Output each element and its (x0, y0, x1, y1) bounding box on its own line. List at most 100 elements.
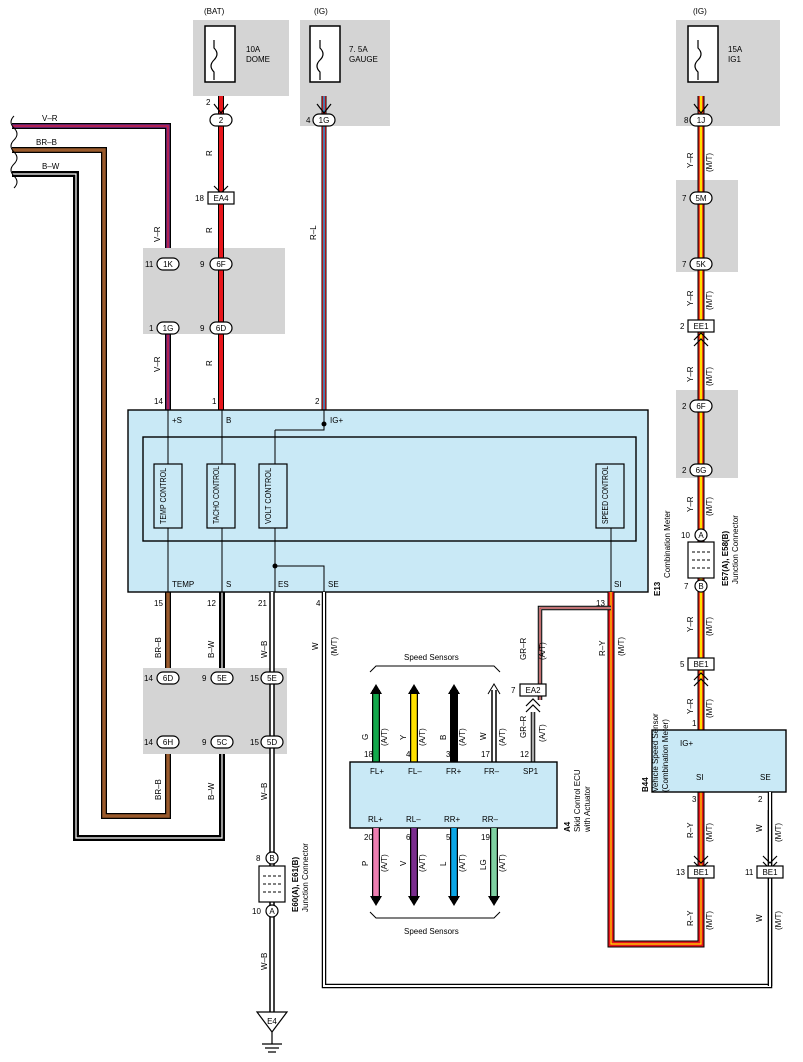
skid-control-ecu-a4: FL+ FL– FR+ FR– SP1 RL+ RL– RR+ RR– A4 S… (349, 761, 592, 833)
svg-text:(M/T): (M/T) (705, 291, 714, 310)
svg-text:B: B (439, 735, 448, 740)
svg-text:5K: 5K (696, 260, 706, 269)
svg-text:(M/T): (M/T) (330, 637, 339, 656)
svg-text:B: B (226, 416, 231, 425)
svg-text:6G: 6G (696, 466, 707, 475)
svg-text:11: 11 (745, 868, 754, 877)
svg-text:7. 5A: 7. 5A (349, 45, 368, 54)
svg-text:+S: +S (172, 416, 182, 425)
svg-text:(Combination Meter): (Combination Meter) (661, 719, 670, 792)
svg-text:10: 10 (252, 907, 261, 916)
svg-text:2: 2 (315, 397, 320, 406)
svg-text:(A/T): (A/T) (418, 728, 427, 746)
svg-text:GR–R: GR–R (519, 716, 528, 738)
svg-text:FL–: FL– (408, 767, 422, 776)
svg-text:RR+: RR+ (444, 815, 461, 824)
svg-text:2: 2 (682, 466, 687, 475)
svg-text:BE1: BE1 (762, 868, 778, 877)
wire-r-b: 2 2 R EA4 18 R 6F 9 6D 9 R (195, 96, 235, 410)
svg-text:Y–R: Y–R (686, 290, 695, 306)
svg-text:2: 2 (758, 795, 763, 804)
speed-sensors-top: Speed Sensors G (A/T) Y (A/T) B (A/T) W … (361, 653, 529, 762)
svg-text:W–B: W–B (260, 953, 269, 970)
svg-text:1G: 1G (319, 116, 330, 125)
fuse-source-label: (BAT) (204, 7, 225, 16)
svg-text:Y–R: Y–R (686, 366, 695, 382)
svg-text:L: L (439, 861, 448, 866)
svg-text:E57(A), E58(B): E57(A), E58(B) (721, 531, 730, 586)
svg-text:Speed Sensors: Speed Sensors (404, 927, 459, 936)
svg-text:13: 13 (676, 868, 685, 877)
junction-connector-e57: A 10 B 7 E57(A), E58(B) Junction Connect… (681, 515, 740, 593)
svg-text:TEMP CONTROL: TEMP CONTROL (159, 468, 168, 524)
svg-text:4: 4 (316, 599, 321, 608)
svg-text:3: 3 (446, 750, 451, 759)
svg-text:RR–: RR– (482, 815, 499, 824)
svg-text:15: 15 (250, 738, 259, 747)
svg-text:TACHO CONTROL: TACHO CONTROL (212, 466, 221, 524)
svg-text:2: 2 (680, 322, 685, 331)
svg-text:Y–R: Y–R (686, 152, 695, 168)
svg-text:A4: A4 (563, 821, 572, 832)
svg-text:14: 14 (154, 397, 163, 406)
svg-text:FL+: FL+ (370, 767, 384, 776)
ground-symbol (255, 1011, 289, 1033)
svg-text:Y–R: Y–R (686, 616, 695, 632)
svg-text:EA4: EA4 (213, 194, 229, 203)
svg-text:V–R: V–R (153, 356, 162, 372)
svg-text:FR+: FR+ (446, 767, 462, 776)
svg-text:(M/T): (M/T) (705, 699, 714, 718)
svg-text:9: 9 (202, 674, 207, 683)
svg-text:EE1: EE1 (693, 322, 709, 331)
vr-connectors: V–R 1K 11 1G 1 V–R (145, 226, 180, 372)
svg-text:14: 14 (144, 738, 153, 747)
svg-text:BR–B: BR–B (36, 138, 57, 147)
svg-text:(M/T): (M/T) (774, 911, 783, 930)
svg-text:1K: 1K (163, 260, 173, 269)
svg-text:18: 18 (364, 750, 373, 759)
svg-text:B: B (698, 582, 703, 591)
svg-text:2: 2 (682, 402, 687, 411)
svg-text:R–Y: R–Y (598, 640, 607, 656)
svg-text:E60(A), E61(B): E60(A), E61(B) (291, 857, 300, 912)
svg-text:8: 8 (256, 854, 261, 863)
vss-lower-wires: R–Y (M/T) BE1 13 R–Y (M/T) W (M/T) BE1 1… (676, 792, 784, 986)
svg-text:7: 7 (684, 582, 689, 591)
svg-text:Y–R: Y–R (686, 496, 695, 512)
svg-text:(M/T): (M/T) (705, 823, 714, 842)
svg-text:(M/T): (M/T) (705, 911, 714, 930)
svg-text:with Actuator: with Actuator (583, 786, 592, 833)
svg-text:Combination Meter: Combination Meter (663, 510, 672, 578)
svg-text:W: W (311, 642, 320, 650)
svg-text:A: A (269, 907, 275, 916)
svg-text:6D: 6D (216, 324, 226, 333)
svg-text:GAUGE: GAUGE (349, 55, 378, 64)
svg-text:S: S (226, 580, 231, 589)
svg-text:(M/T): (M/T) (705, 367, 714, 386)
svg-text:5E: 5E (267, 674, 277, 683)
svg-text:(M/T): (M/T) (705, 497, 714, 516)
svg-text:(A/T): (A/T) (380, 728, 389, 746)
svg-text:6F: 6F (696, 402, 705, 411)
svg-text:R: R (205, 360, 214, 366)
svg-text:6H: 6H (163, 738, 173, 747)
svg-text:FR–: FR– (484, 767, 500, 776)
svg-text:(A/T): (A/T) (538, 642, 547, 660)
svg-text:R–Y: R–Y (686, 910, 695, 926)
svg-text:Junction Connector: Junction Connector (731, 515, 740, 584)
svg-text:5D: 5D (267, 738, 277, 747)
svg-text:IG+: IG+ (330, 416, 343, 425)
wire-yr: 8 1J Y–R (M/T) 5M 7 5K 7 Y–R (M/T) EE1 2… (680, 96, 715, 766)
svg-text:5: 5 (446, 833, 451, 842)
svg-text:2: 2 (206, 98, 211, 107)
svg-text:(A/T): (A/T) (418, 854, 427, 872)
svg-text:(IG): (IG) (693, 7, 707, 16)
svg-text:1: 1 (692, 719, 697, 728)
svg-text:6F: 6F (216, 260, 225, 269)
svg-text:GR–R: GR–R (519, 638, 528, 660)
temp-control-block (153, 463, 183, 529)
svg-text:6D: 6D (163, 674, 173, 683)
svg-text:W: W (755, 824, 764, 832)
svg-text:Junction Connector: Junction Connector (301, 843, 310, 912)
